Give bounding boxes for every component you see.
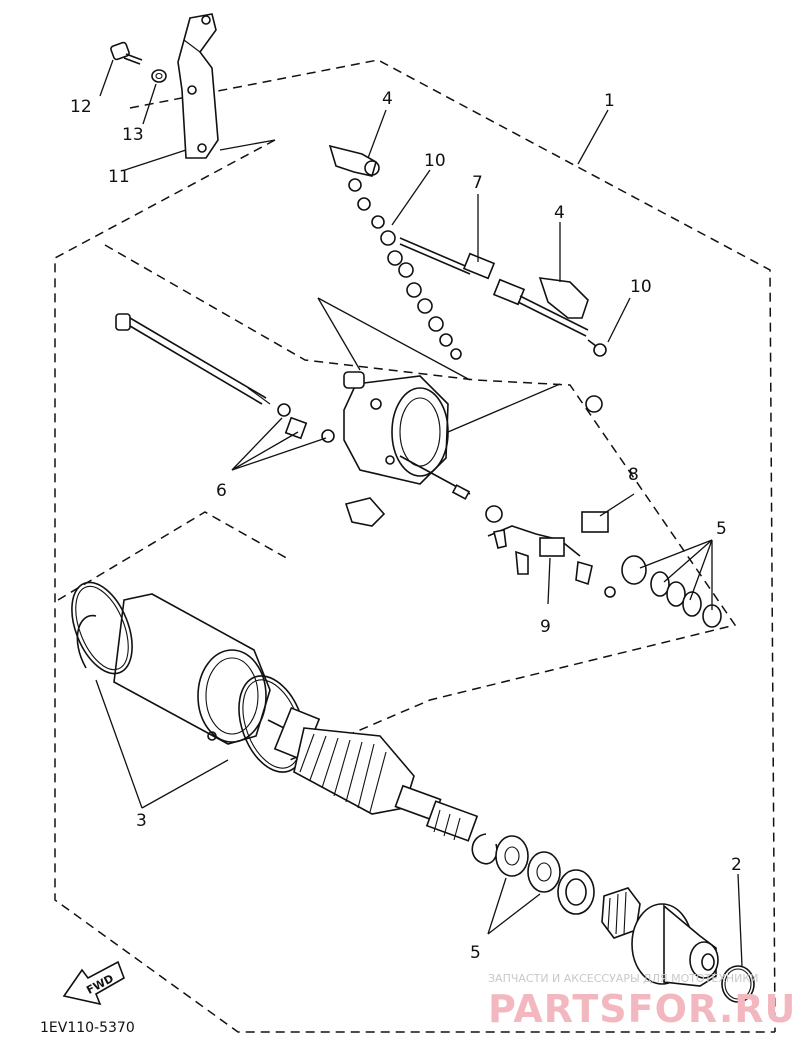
label-part-6: 6: [216, 481, 227, 501]
leader-5e: [487, 877, 507, 935]
drawing-code: 1EV110-5370: [40, 1020, 135, 1036]
bracket-assembly: [99, 13, 276, 171]
bushing-and-washers-part-5-upper: [621, 555, 722, 628]
leader-3a: [95, 679, 143, 809]
front-end-cover: [631, 903, 719, 987]
leader-6a: [231, 417, 283, 471]
label-part-5-upper: 5: [716, 519, 727, 539]
terminal-assembly: [328, 109, 631, 360]
watermark-logo: PARTSFOR.RU: [488, 987, 796, 1031]
washer-part-13: [151, 69, 167, 83]
o-ring-part-2: [721, 965, 755, 1003]
armature-windings: [299, 733, 387, 813]
leader-3b: [141, 759, 229, 809]
armature: [267, 706, 479, 842]
label-part-13: 13: [122, 125, 144, 145]
label-part-2: 2: [731, 855, 742, 875]
leader-cover-c: [447, 383, 561, 433]
label-part-10-upper: 10: [424, 151, 446, 171]
label-part-9: 9: [540, 617, 551, 637]
label-part-4-upper: 4: [382, 89, 393, 109]
armature-spline: [433, 809, 461, 841]
bracket-part-11: [177, 13, 219, 159]
leader-cover-b: [317, 297, 471, 381]
terminal-cover-part-4-upper: [328, 144, 380, 177]
through-bolt: [115, 313, 271, 405]
nut-stack-lower: [387, 250, 462, 360]
o-ring-left: [71, 581, 133, 675]
watermark-tagline: ЗАПЧАСТИ И АКСЕССУАРЫ ДЛЯ МОТОТЕХНИКИ: [488, 972, 758, 985]
circlip: [471, 833, 498, 865]
leader-cover-a: [317, 297, 361, 371]
terminal-bolt-part-7: [399, 237, 589, 337]
washers-part-5-lower: [495, 835, 561, 893]
leader-5c: [689, 539, 713, 601]
label-part-10-lower: 10: [630, 277, 652, 297]
label-part-5-lower: 5: [470, 943, 481, 963]
bolt-part-12: [110, 41, 143, 65]
leader-5b: [663, 539, 713, 583]
oil-seal: [557, 869, 595, 915]
label-part-11: 11: [108, 167, 130, 187]
leader-5f: [487, 893, 541, 935]
rear-end-cover: [343, 371, 449, 485]
label-part-12: 12: [70, 97, 92, 117]
leader-6c: [231, 437, 327, 471]
leader-8: [599, 493, 635, 517]
assembly-boundary-dashed-outline: [54, 59, 776, 1033]
label-part-8: 8: [628, 465, 639, 485]
leader-6b: [231, 431, 299, 471]
leader-5a: [639, 539, 713, 569]
terminal-lug-part-10: [587, 339, 607, 357]
brush-plate-parts: [277, 395, 616, 598]
brush-spring-part-8: [581, 511, 609, 533]
leader-2: [737, 873, 743, 967]
label-part-1: 1: [604, 91, 615, 111]
fwd-arrow: FWD: [62, 960, 125, 1006]
leader-9: [547, 557, 551, 605]
label-part-4-lower: 4: [554, 203, 565, 223]
label-part-7: 7: [472, 173, 483, 193]
yoke-part-3: [76, 593, 271, 745]
terminal-cover-part-4-lower: [538, 277, 589, 319]
label-part-3: 3: [136, 811, 147, 831]
terminal-nut-stack-upper: [348, 178, 396, 246]
